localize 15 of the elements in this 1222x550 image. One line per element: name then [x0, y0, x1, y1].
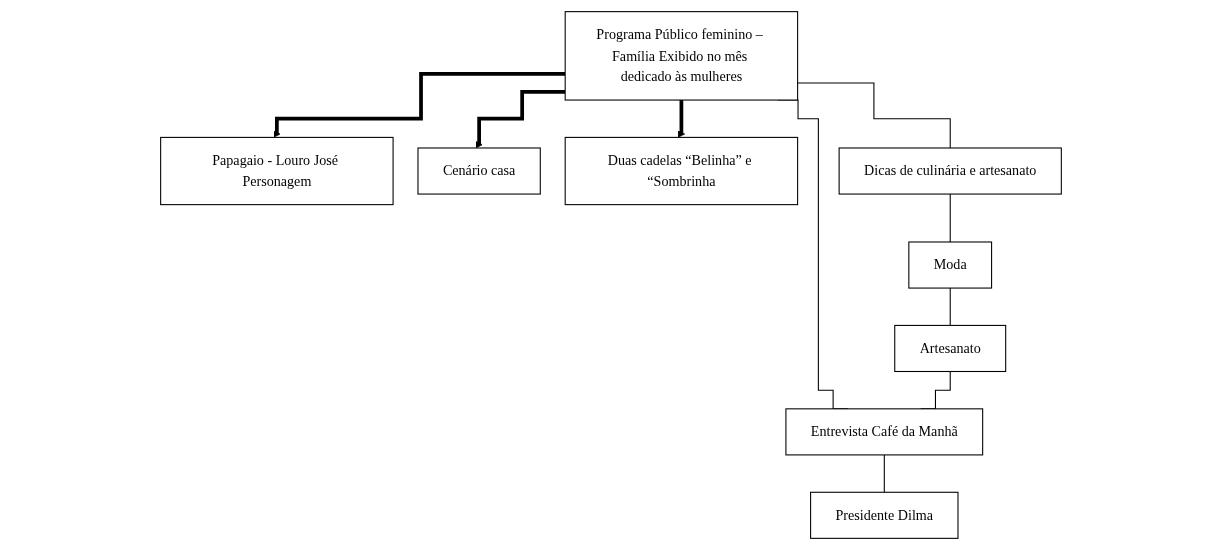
node-box: Entrevista Café da Manhã: [785, 408, 984, 456]
arrow: [475, 90, 566, 149]
connector: [949, 287, 951, 326]
node-box: Papagaio - Louro José Personagem: [160, 136, 394, 206]
node-box: Cenário casa: [417, 147, 541, 195]
node-box: Duas cadelas “Belinha” e “Sombrinha: [564, 136, 799, 206]
node-box: Presidente Dilma: [810, 491, 959, 539]
connector: [797, 82, 951, 149]
connector: [883, 454, 885, 493]
arrow: [273, 72, 566, 138]
node-box: Programa Público feminino – Família Exibido no mês dedicado às mulheres: [564, 11, 799, 101]
connector: [949, 193, 951, 243]
node-box: Artesanato: [894, 324, 1007, 373]
node-box: Dicas de culinária e artesanato: [838, 147, 1062, 195]
node-box: Moda: [908, 241, 993, 289]
